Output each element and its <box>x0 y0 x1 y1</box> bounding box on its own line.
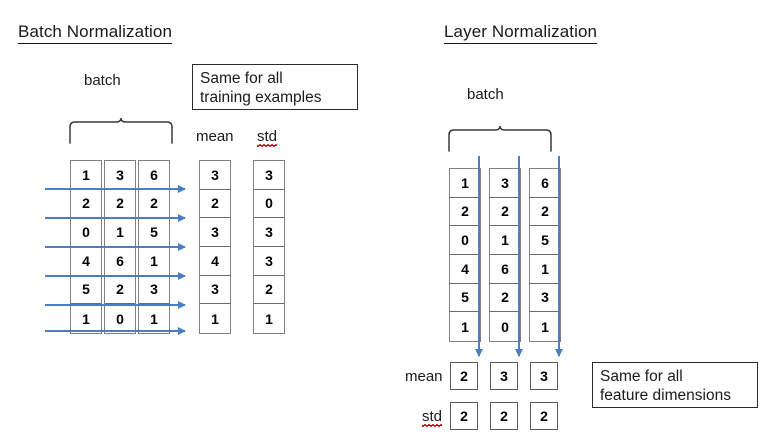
layernorm-batch-label: batch <box>467 86 504 103</box>
batchnorm-section-title: Batch Normalization <box>18 22 173 44</box>
batchnorm-row-arrow <box>45 242 186 251</box>
batchnorm-batch-brace <box>68 117 174 149</box>
batchnorm-callout-box: Same for all training examples <box>192 64 358 110</box>
batchnorm-batch-label: batch <box>84 72 121 89</box>
layernorm-grid-cell: 1 <box>450 312 480 341</box>
batchnorm-grid-cell: 6 <box>139 161 169 190</box>
batchnorm-grid-cell: 0 <box>105 304 135 333</box>
batchnorm-grid-cell: 3 <box>105 161 135 190</box>
layernorm-grid-cell: 0 <box>450 226 480 255</box>
layernorm-grid-cell: 2 <box>450 197 480 227</box>
layernorm-std-cell: 2 <box>450 402 478 430</box>
batchnorm-grid-cell: 1 <box>71 161 101 190</box>
layernorm-grid-cell: 4 <box>450 254 480 284</box>
batchnorm-grid-cell: 1 <box>139 304 169 333</box>
batchnorm-grid-cell: 2 <box>105 189 135 219</box>
batchnorm-grid-cell: 0 <box>71 218 101 247</box>
batchnorm-std-cell: 3 <box>254 246 284 276</box>
layernorm-column-arrow <box>514 156 523 357</box>
layernorm-column-arrow <box>474 156 483 357</box>
layernorm-grid-cell: 2 <box>490 283 520 313</box>
batchnorm-grid-cell: 6 <box>105 246 135 276</box>
layernorm-mean-label: mean <box>405 368 443 385</box>
batchnorm-grid-cell: 2 <box>71 189 101 219</box>
layernorm-grid-cell: 1 <box>490 226 520 255</box>
batchnorm-std-cell: 0 <box>254 189 284 219</box>
layernorm-grid-cell: 2 <box>530 197 560 227</box>
batchnorm-std-cell: 3 <box>254 218 284 247</box>
batchnorm-mean-cell: 1 <box>200 304 230 333</box>
batchnorm-grid-cell: 5 <box>139 218 169 247</box>
layernorm-grid-cell: 3 <box>490 169 520 198</box>
batchnorm-std-cell: 3 <box>254 161 284 190</box>
batchnorm-grid-cell: 2 <box>105 275 135 305</box>
batchnorm-mean-cell: 3 <box>200 275 230 305</box>
batchnorm-mean-label: mean <box>196 128 234 145</box>
batchnorm-row-arrow <box>45 271 186 280</box>
layernorm-section-title: Layer Normalization <box>444 22 598 44</box>
layernorm-column-arrow <box>554 156 563 357</box>
batchnorm-mean-cell: 2 <box>200 189 230 219</box>
layernorm-std-label: std <box>422 408 443 427</box>
layernorm-grid-cell: 1 <box>450 169 480 198</box>
batchnorm-row-arrow <box>45 300 186 309</box>
layernorm-grid-cell: 2 <box>490 197 520 227</box>
layernorm-std-cell: 2 <box>530 402 558 430</box>
batchnorm-mean-cell: 4 <box>200 246 230 276</box>
layernorm-grid-cell: 1 <box>530 254 560 284</box>
layernorm-mean-cell: 2 <box>450 362 478 390</box>
layernorm-mean-cell: 3 <box>530 362 558 390</box>
layernorm-grid-cell: 6 <box>490 254 520 284</box>
batchnorm-grid-cell: 1 <box>105 218 135 247</box>
layernorm-grid-cell: 0 <box>490 312 520 341</box>
batchnorm-std-label: std <box>257 128 278 147</box>
layernorm-mean-cell: 3 <box>490 362 518 390</box>
batchnorm-grid-cell: 2 <box>139 189 169 219</box>
layernorm-grid-cell: 5 <box>530 226 560 255</box>
batchnorm-row-arrow <box>45 326 186 335</box>
batchnorm-grid-cell: 5 <box>71 275 101 305</box>
layernorm-callout-box: Same for all feature dimensions <box>592 362 758 408</box>
layernorm-grid-cell: 6 <box>530 169 560 198</box>
layernorm-batch-brace <box>447 125 553 157</box>
layernorm-grid-cell: 5 <box>450 283 480 313</box>
batchnorm-grid-cell: 1 <box>139 246 169 276</box>
batchnorm-std-cell: 2 <box>254 275 284 305</box>
batchnorm-grid-cell: 3 <box>139 275 169 305</box>
batchnorm-grid-cell: 1 <box>71 304 101 333</box>
batchnorm-row-arrow <box>45 213 186 222</box>
batchnorm-std-cell: 1 <box>254 304 284 333</box>
batchnorm-row-arrow <box>45 184 186 193</box>
batchnorm-mean-cell: 3 <box>200 161 230 190</box>
layernorm-grid-cell: 3 <box>530 283 560 313</box>
layernorm-std-cell: 2 <box>490 402 518 430</box>
batchnorm-grid-cell: 4 <box>71 246 101 276</box>
layernorm-grid-cell: 1 <box>530 312 560 341</box>
batchnorm-mean-cell: 3 <box>200 218 230 247</box>
